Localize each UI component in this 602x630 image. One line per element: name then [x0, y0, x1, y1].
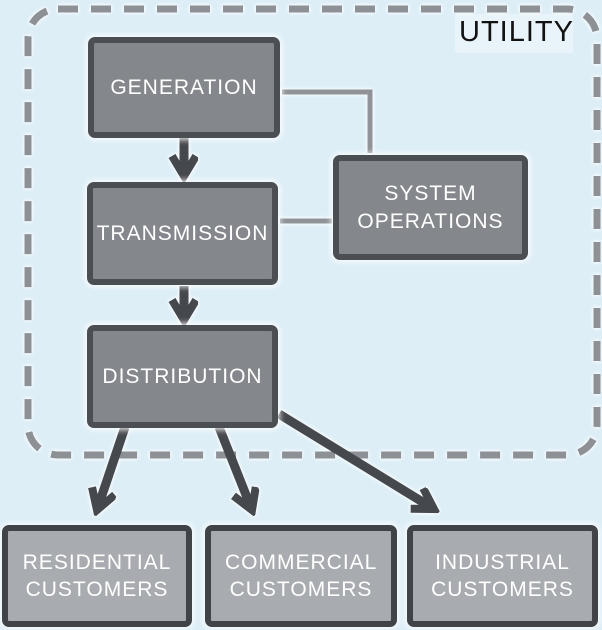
node-commercial-customers: COMMERCIAL CUSTOMERS [205, 525, 397, 627]
node-transmission-label: TRANSMISSION [96, 221, 269, 245]
node-system-operations: SYSTEM OPERATIONS [333, 155, 528, 260]
node-generation: GENERATION [88, 37, 280, 138]
node-system-operations-label: SYSTEM OPERATIONS [357, 182, 504, 233]
node-generation-label: GENERATION [110, 75, 258, 99]
node-transmission: TRANSMISSION [87, 182, 278, 285]
node-distribution-label: DISTRIBUTION [102, 364, 263, 388]
utility-label: UTILITY [455, 14, 573, 53]
node-residential-customers-label: RESIDENTIAL CUSTOMERS [22, 550, 172, 601]
arrow-distribution-to-residential [97, 425, 130, 510]
node-residential-customers: RESIDENTIAL CUSTOMERS [2, 525, 192, 627]
arrow-distribution-to-industrial [276, 410, 434, 509]
connector-generation-systemoperations [282, 89, 373, 153]
node-commercial-customers-label: COMMERCIAL CUSTOMERS [225, 550, 378, 601]
node-industrial-customers-label: INDUSTRIAL CUSTOMERS [431, 550, 574, 601]
node-distribution: DISTRIBUTION [87, 325, 278, 428]
node-industrial-customers: INDUSTRIAL CUSTOMERS [407, 525, 598, 627]
arrow-distribution-to-commercial [214, 425, 252, 510]
